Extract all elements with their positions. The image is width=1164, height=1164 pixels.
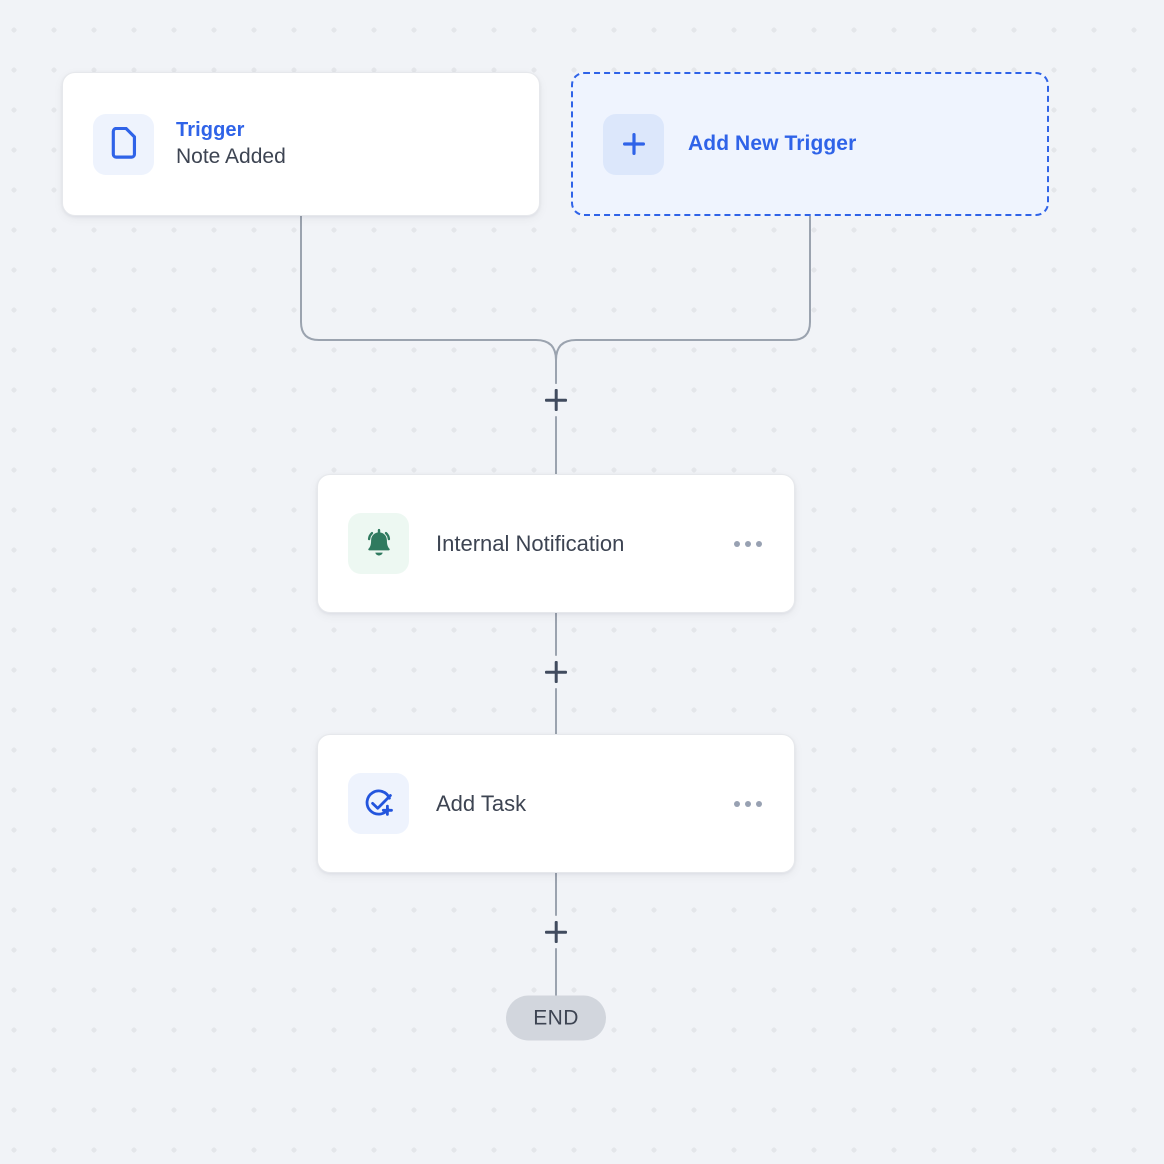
add-new-trigger-button[interactable]: Add New Trigger xyxy=(571,72,1049,216)
add-step-button-3[interactable] xyxy=(539,915,573,949)
check-circle-plus-icon xyxy=(348,773,409,834)
bell-icon xyxy=(348,513,409,574)
kebab-menu-icon[interactable] xyxy=(732,533,764,555)
trigger-kicker: Trigger xyxy=(176,118,245,141)
internal-notification-label: Internal Notification xyxy=(436,530,625,556)
add-task-label: Add Task xyxy=(436,790,527,816)
end-badge: END xyxy=(506,995,606,1041)
add-step-button-2[interactable] xyxy=(539,655,573,689)
kebab-menu-icon[interactable] xyxy=(732,793,764,815)
add-new-trigger-label: Add New Trigger xyxy=(688,132,857,155)
node-trigger[interactable]: Trigger Note Added xyxy=(62,72,540,216)
add-step-button-1[interactable] xyxy=(539,383,573,417)
node-internal-notification[interactable]: Internal Notification xyxy=(317,474,795,613)
trigger-text-block: Trigger Note Added xyxy=(176,119,286,169)
node-add-task[interactable]: Add Task xyxy=(317,734,795,873)
plus-icon xyxy=(603,113,664,175)
document-icon xyxy=(93,113,154,175)
trigger-subtitle: Note Added xyxy=(176,144,286,168)
